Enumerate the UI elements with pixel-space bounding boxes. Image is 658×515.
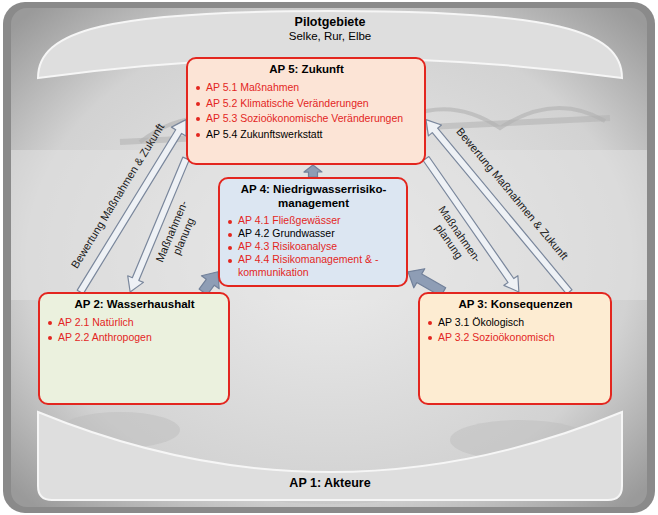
bullet-dot (228, 259, 232, 263)
list-item: AP 5.2 Klimatische Veränderungen (195, 96, 418, 112)
band-fill (38, 412, 622, 500)
bullet-dot (196, 102, 200, 106)
band-subtitle: Selke, Rur, Elbe (38, 30, 622, 44)
item-text: AP 5.3 Sozioökonomische Veränderungen (206, 111, 403, 127)
item-text: AP 5.4 Zukunftswerkstatt (206, 127, 323, 143)
item-text: AP 5.1 Maßnahmen (206, 80, 299, 96)
bullet-dot (48, 321, 52, 325)
band-title: AP 1: Akteure (38, 476, 622, 491)
bullet-dot (196, 133, 200, 137)
list-item: AP 5.4 Zukunftswerkstatt (195, 127, 418, 143)
list-item: AP 4.3 Risikoanalyse (227, 240, 400, 253)
photo-area (11, 8, 647, 507)
work-package-box: AP 2: Wasserhaushalt AP 2.1 NatürlichAP 2… (38, 292, 230, 405)
block-arrow (304, 165, 322, 177)
box-heading: AP 2: Wasserhaushalt (47, 298, 222, 312)
bullet-dot (48, 336, 52, 340)
box-heading: AP 4: Niedrigwasserrisiko- management (227, 183, 400, 211)
list-item: AP 2.2 Anthropogen (47, 330, 222, 345)
list-item: AP 5.1 Maßnahmen (195, 80, 418, 96)
list-item: AP 5.3 Sozioökonomische Veränderungen (195, 111, 418, 127)
work-package-box: AP 4: Niedrigwasserrisiko- management AP … (218, 177, 408, 287)
list-item: AP 4.2 Grundwasser (227, 227, 400, 240)
list-item: AP 3.1 Ökologisch (427, 315, 604, 330)
box-heading: AP 3: Konsequenzen (427, 298, 604, 312)
item-text: AP 4.4 Risikomanagement & -kommunikation (238, 253, 400, 279)
item-text: AP 3.2 Sozioökonomisch (438, 330, 555, 345)
bullet-dot (196, 86, 200, 90)
item-text: AP 4.3 Risikoanalyse (238, 240, 337, 253)
item-text: AP 4.1 Fließgewässer (238, 214, 341, 227)
item-text: AP 2.2 Anthropogen (58, 330, 152, 345)
item-text: AP 3.1 Ökologisch (438, 315, 524, 330)
work-package-box: AP 5: Zukunft AP 5.1 MaßnahmenAP 5.2 Klim… (186, 57, 426, 165)
bullet-dot (228, 220, 232, 224)
box-heading: AP 5: Zukunft (195, 63, 418, 77)
list-item: AP 2.1 Natürlich (47, 315, 222, 330)
work-package-box: AP 3: Konsequenzen AP 3.1 ÖkologischAP 3.… (418, 292, 612, 405)
band-node: AP 1: Akteure (38, 406, 622, 502)
item-text: AP 4.2 Grundwasser (238, 227, 335, 240)
edge-label: Maßnahmen- planung (153, 198, 203, 269)
bullet-dot (428, 321, 432, 325)
item-text: AP 2.1 Natürlich (58, 315, 134, 330)
bullet-dot (228, 233, 232, 237)
list-item: AP 3.2 Sozioökonomisch (427, 330, 604, 345)
item-text: AP 5.2 Klimatische Veränderungen (206, 96, 369, 112)
list-item: AP 4.1 Fließgewässer (227, 214, 400, 227)
edge-label: Bewertung Maßnahmen & Zukunft (68, 122, 167, 272)
band-title: Pilotgebiete (38, 15, 622, 30)
bullet-dot (428, 336, 432, 340)
photo-frame (3, 2, 655, 513)
bullet-dot (196, 117, 200, 121)
bullet-dot (228, 246, 232, 250)
edge-label: Maßnahmen- planung (425, 203, 484, 272)
list-item: AP 4.4 Risikomanagement & -kommunikation (227, 253, 400, 279)
band-fill (38, 11, 622, 78)
